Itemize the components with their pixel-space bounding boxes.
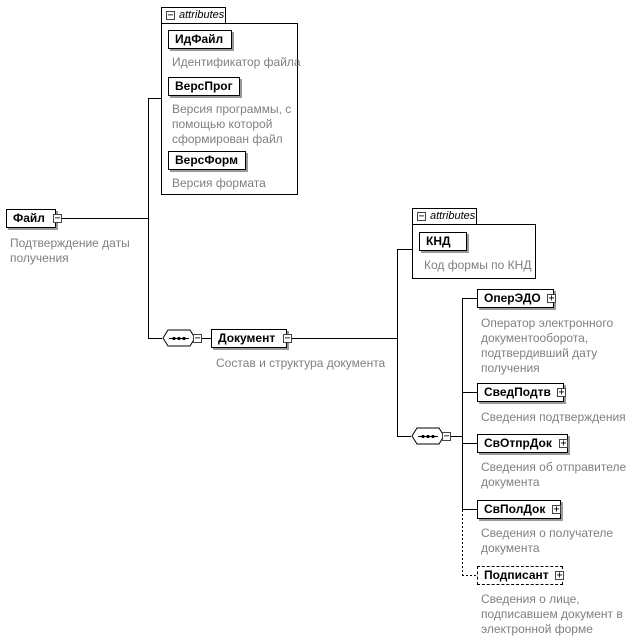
child-description: Сведения о лице, подписавшем документ в … bbox=[481, 592, 623, 636]
root-attributes-tab[interactable]: − attributes bbox=[161, 7, 226, 24]
child-element-node[interactable]: СвПолДок bbox=[477, 500, 561, 519]
document-description: Состав и структура документа bbox=[216, 356, 386, 370]
root-element-node[interactable]: Файл bbox=[6, 209, 56, 228]
attributes-title: attributes bbox=[179, 9, 225, 21]
expand-toggle[interactable]: + bbox=[547, 293, 556, 304]
child-element-node[interactable]: СведПодтв bbox=[477, 383, 564, 402]
document-attributes-tab[interactable]: − attributes bbox=[412, 208, 477, 225]
attribute-description: Версия программы, с помощью которой сфор… bbox=[172, 102, 292, 146]
attribute-description: Идентификатор файла bbox=[172, 55, 301, 69]
child-element-node[interactable]: СвОтпрДок bbox=[477, 434, 568, 453]
child-description: Сведения об отправителе документа bbox=[481, 460, 627, 489]
attribute-node[interactable]: КНД bbox=[419, 232, 467, 251]
expand-toggle[interactable]: + bbox=[559, 438, 568, 449]
document-element-node[interactable]: Документ bbox=[211, 329, 287, 348]
expand-toggle[interactable]: + bbox=[552, 504, 561, 515]
attributes-title: attributes bbox=[430, 210, 476, 222]
sequence-collapse-toggle[interactable]: − bbox=[442, 431, 451, 442]
child-description: Сведения о получателе документа bbox=[481, 526, 614, 555]
root-description: Подтверждение даты получения bbox=[10, 236, 130, 265]
attributes-collapse-toggle[interactable]: − bbox=[417, 211, 426, 222]
attribute-node[interactable]: ВерсПрог bbox=[168, 77, 240, 96]
attribute-node[interactable]: ВерсФорм bbox=[168, 151, 246, 170]
attribute-description: Версия формата bbox=[172, 176, 266, 190]
sequence-icon bbox=[162, 329, 196, 347]
child-description: Сведения подтверждения bbox=[481, 410, 626, 424]
root-element-name: Файл bbox=[13, 211, 45, 225]
child-element-node[interactable]: ОперЭДО bbox=[477, 289, 554, 308]
child-element-node[interactable]: Подписант bbox=[477, 566, 563, 585]
root-collapse-toggle[interactable]: − bbox=[53, 213, 62, 224]
attributes-collapse-toggle[interactable]: − bbox=[166, 10, 175, 21]
root-attributes-box: ИдФайл Идентификатор файла ВерсПрог Верс… bbox=[161, 23, 301, 195]
sequence-icon bbox=[411, 427, 445, 445]
sequence-collapse-toggle[interactable]: − bbox=[193, 333, 202, 344]
attribute-node[interactable]: ИдФайл bbox=[168, 30, 232, 49]
expand-toggle[interactable]: + bbox=[557, 387, 566, 398]
attribute-description: Код формы по КНД bbox=[424, 258, 532, 272]
child-description: Оператор электронного документооборота, … bbox=[481, 316, 614, 375]
document-attributes-box: КНД Код формы по КНД bbox=[412, 224, 536, 279]
document-collapse-toggle[interactable]: − bbox=[283, 333, 292, 344]
expand-toggle[interactable]: + bbox=[555, 570, 564, 581]
